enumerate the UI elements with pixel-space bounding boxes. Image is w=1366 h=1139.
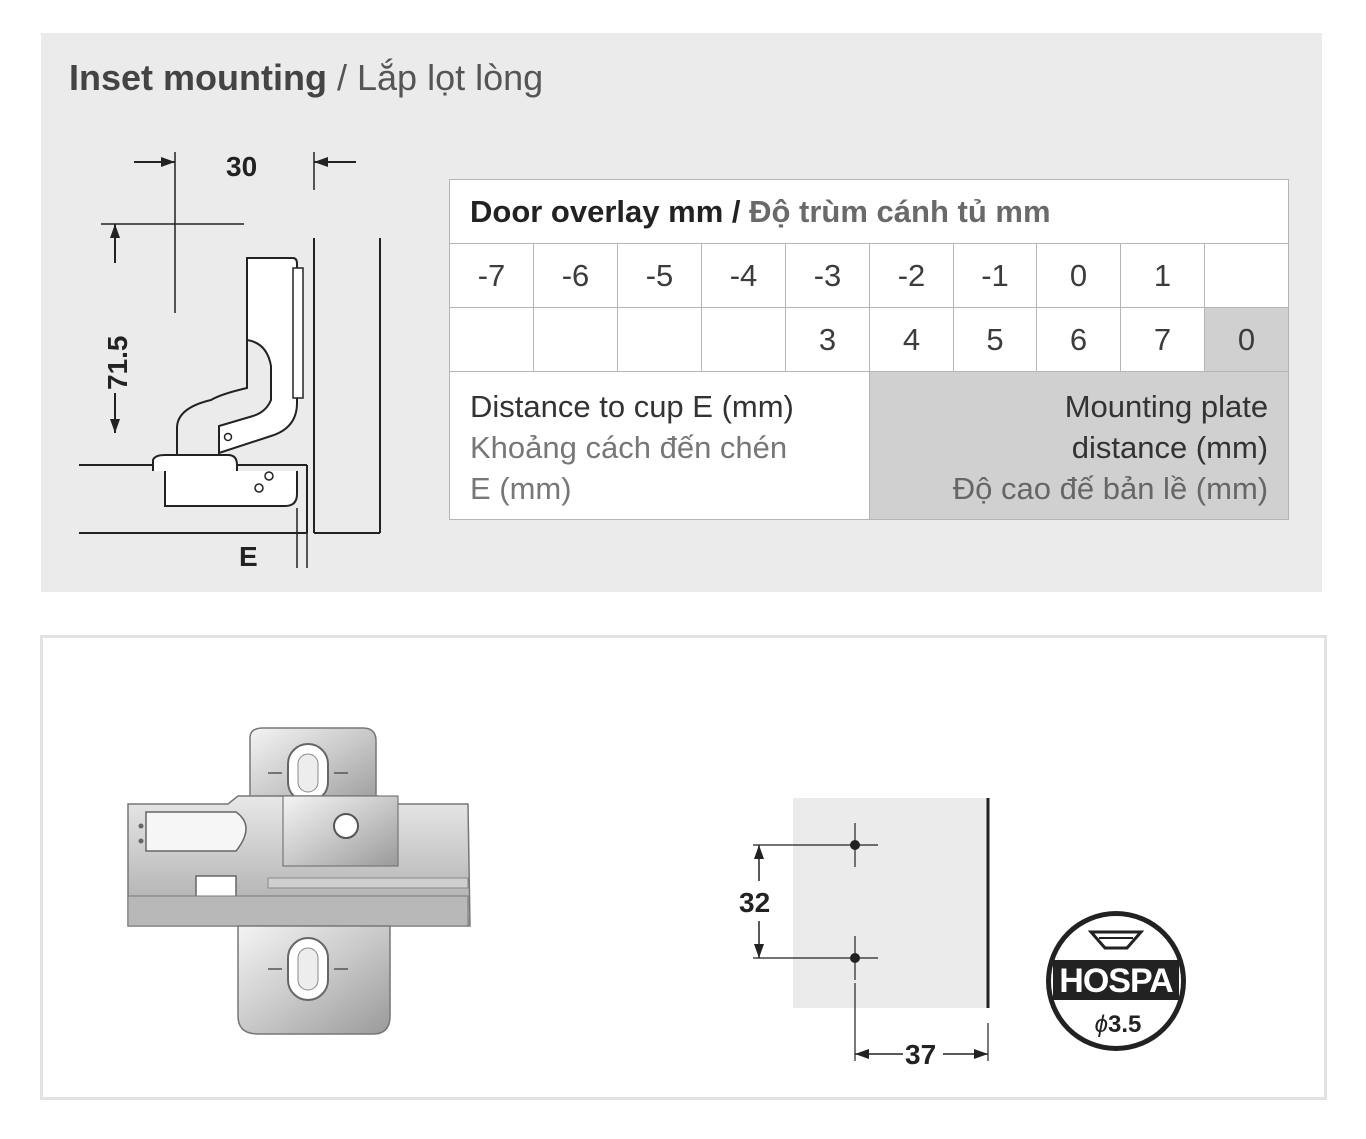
distance-label-vi-2: E (mm): [470, 471, 572, 506]
distance-cell: [449, 307, 534, 372]
plate-dimension-drawing: 32 37: [739, 798, 990, 1070]
title-english: Inset mounting: [69, 57, 327, 98]
distance-to-cup-label: Distance to cup E (mm) Khoảng cách đến c…: [449, 371, 870, 520]
hospa-brand: HOSPA: [1059, 962, 1173, 1000]
overlay-cell: 0: [1036, 243, 1121, 308]
overlay-row: -7 -6 -5 -4 -3 -2 -1 0 1: [449, 243, 1290, 308]
plate-label-en-1: Mounting plate: [1064, 389, 1269, 424]
distance-cell: 7: [1120, 307, 1205, 372]
dim-71-5-label: 71.5: [102, 336, 133, 391]
distance-cell: [617, 307, 702, 372]
dim-e-label: E: [239, 541, 258, 568]
dim-32-label: 32: [739, 887, 770, 918]
dim-30-label: 30: [226, 151, 257, 182]
door-overlay-table: Door overlay mm / Độ trùm cánh tủ mm -7 …: [448, 179, 1290, 520]
overlay-cell: [1203, 243, 1290, 308]
distance-cell: [533, 307, 618, 372]
distance-cell: 4: [869, 307, 954, 372]
title-separator: /: [326, 57, 357, 98]
title-vietnamese: Lắp lọt lòng: [357, 57, 544, 98]
distance-cell: 5: [953, 307, 1037, 372]
table-header: Door overlay mm / Độ trùm cánh tủ mm: [448, 179, 1290, 244]
header-english: Door overlay mm: [470, 193, 724, 229]
plate-distance-cell: 0: [1203, 307, 1290, 372]
overlay-cell: -2: [869, 243, 954, 308]
plate-label-vi: Độ cao đế bản lề (mm): [952, 471, 1269, 506]
distance-row: 3 4 5 6 7 0: [449, 307, 1290, 372]
distance-label-en: Distance to cup E (mm): [470, 389, 794, 424]
distance-cell: 3: [785, 307, 870, 372]
distance-cell: [701, 307, 786, 372]
dim-37-label: 37: [905, 1039, 936, 1070]
header-vietnamese: Độ trùm cánh tủ mm: [749, 193, 1051, 229]
mounting-plate-distance-label: Mounting plate distance (mm) Độ cao đế b…: [868, 371, 1290, 520]
overlay-cell: -3: [785, 243, 870, 308]
legend-row: Distance to cup E (mm) Khoảng cách đến c…: [449, 371, 1290, 520]
screw-icon: [1087, 930, 1145, 950]
distance-label-vi-1: Khoảng cách đến chén: [470, 430, 788, 465]
overlay-cell: -5: [617, 243, 702, 308]
overlay-cell: -7: [449, 243, 534, 308]
mounting-plate-image: [127, 727, 471, 1035]
overlay-cell: 1: [1120, 243, 1205, 308]
table-header-row: Door overlay mm / Độ trùm cánh tủ mm: [448, 179, 1290, 244]
overlay-cell: -6: [533, 243, 618, 308]
overlay-cell: -1: [953, 243, 1037, 308]
hospa-diameter: ϕ3.5: [1095, 1011, 1142, 1038]
inset-mounting-panel: Inset mounting / Lắp lọt lòng 30 71.5: [41, 33, 1322, 592]
section-title: Inset mounting / Lắp lọt lòng: [69, 57, 543, 99]
header-separator: /: [723, 193, 750, 229]
plate-label-en-2: distance (mm): [1071, 430, 1269, 465]
mounting-plate-panel: 32 37 HOSPA ϕ3.5: [40, 635, 1327, 1100]
distance-cell: 6: [1036, 307, 1121, 372]
hospa-logo: HOSPA ϕ3.5: [1046, 911, 1186, 1051]
overlay-cell: -4: [701, 243, 786, 308]
hinge-section-drawing: 30 71.5 E: [79, 151, 381, 568]
